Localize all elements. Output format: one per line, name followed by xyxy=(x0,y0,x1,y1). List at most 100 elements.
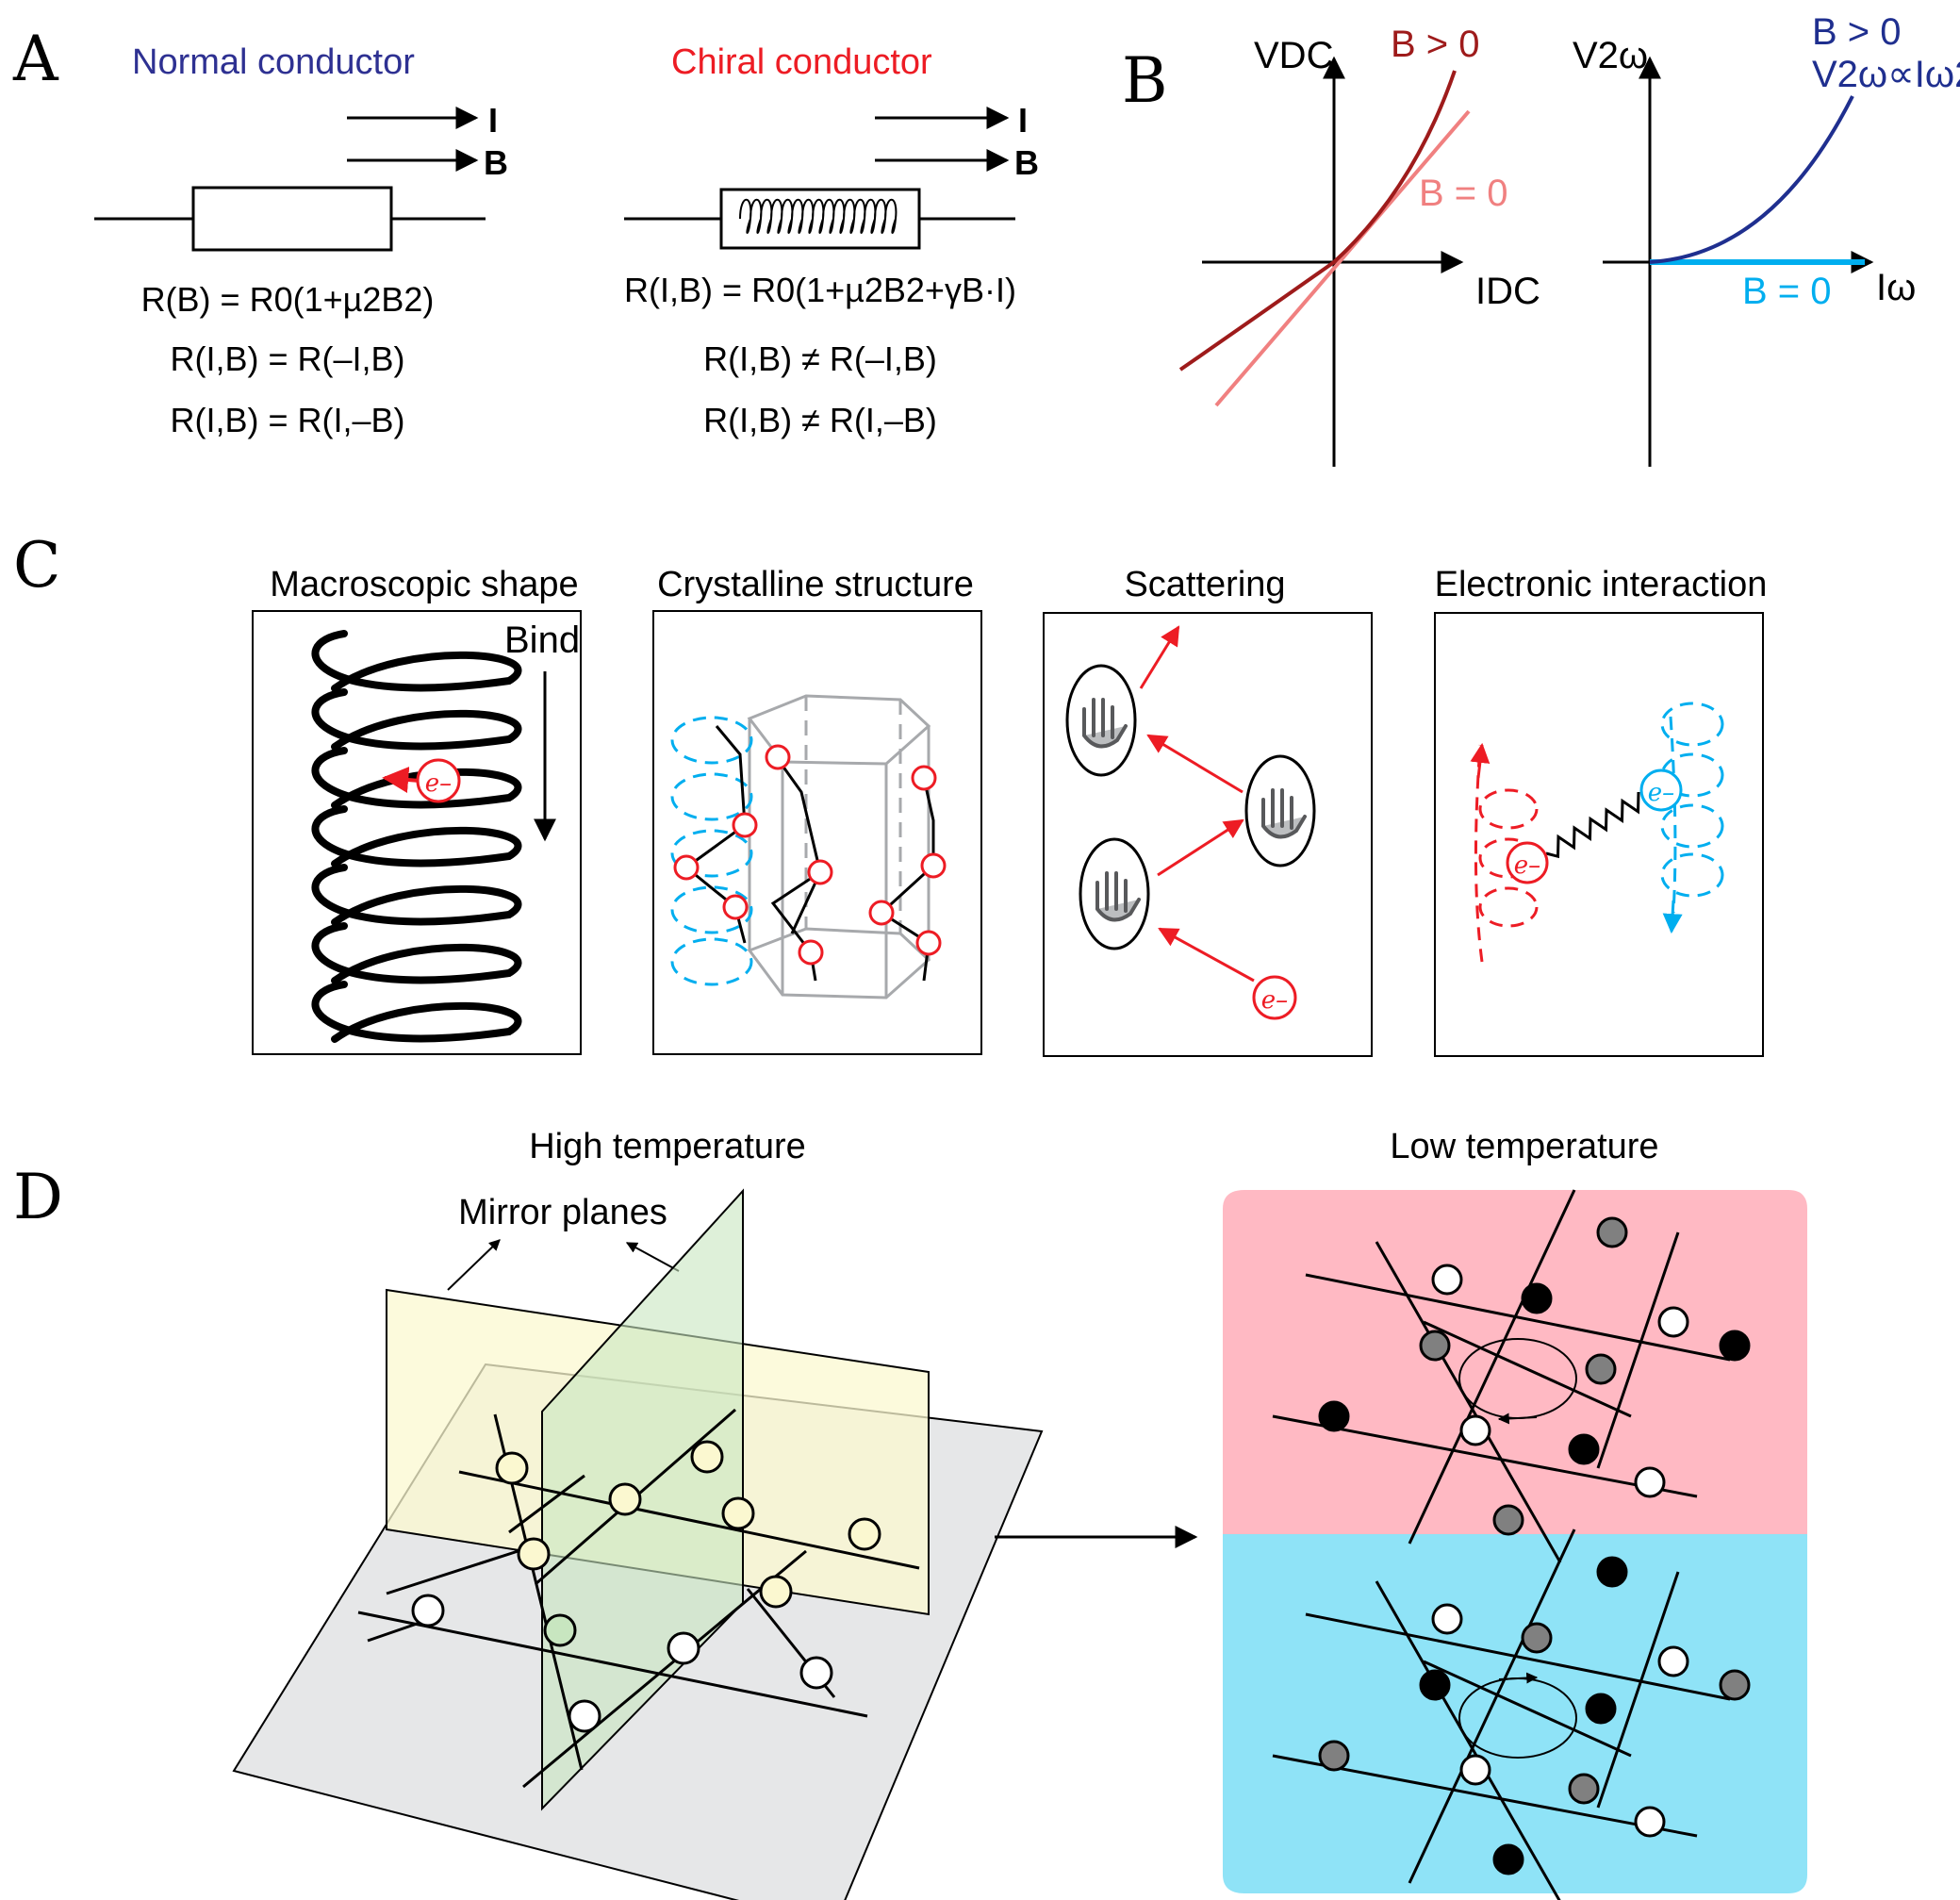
lattice-atoms xyxy=(411,1440,881,1733)
normal-conductor-group: Normal conductor I B R(B) = R0(1+µ2B2) R… xyxy=(94,42,508,439)
lattice-atom xyxy=(608,1482,642,1516)
electron-label: e– xyxy=(1261,986,1288,1015)
chiral-conductor-title: Chiral conductor xyxy=(671,42,932,82)
kagome-atom xyxy=(1657,1306,1689,1338)
lattice-atom xyxy=(799,1656,833,1690)
curve-b-zero xyxy=(1214,109,1471,407)
kagome-bond xyxy=(1305,1273,1731,1362)
kagome-atom xyxy=(1719,1330,1751,1362)
macroscopic-shape-title: Macroscopic shape xyxy=(270,565,578,604)
electron-cyan-circle xyxy=(1639,768,1683,812)
lattice-atom xyxy=(495,1451,529,1485)
lattice-atom xyxy=(721,1496,755,1530)
atom xyxy=(915,930,942,956)
electron-red-label: e– xyxy=(1514,851,1540,880)
field-arrow-label: B xyxy=(1014,143,1039,182)
electron-red-circle xyxy=(1506,841,1549,884)
panel-letter-d: D xyxy=(13,1161,63,1233)
atom xyxy=(920,852,947,879)
curve-b-positive-label: B > 0 xyxy=(1812,11,1902,53)
kagome-atom xyxy=(1568,1433,1600,1465)
cyan-helix xyxy=(670,716,753,986)
helix-turn xyxy=(311,805,522,867)
kagome-bond xyxy=(1423,1320,1632,1418)
path-arrow-1 xyxy=(1158,927,1255,983)
helix-turn xyxy=(311,688,522,751)
kagome-bond xyxy=(1408,1189,1576,1545)
kagome-atom xyxy=(1419,1669,1451,1701)
kagome-atom xyxy=(1459,1414,1491,1446)
kagome-bond xyxy=(1375,1580,1561,1900)
kagome-atom xyxy=(1521,1282,1553,1314)
box-frame xyxy=(1434,612,1764,1057)
y-axis-label: V2ω xyxy=(1573,35,1648,76)
resistor-box xyxy=(191,186,393,252)
current-arrow-label: I xyxy=(1018,101,1028,140)
x-axis-label: IDC xyxy=(1475,271,1540,312)
electron-circle xyxy=(416,758,461,803)
panel-letter-a: A xyxy=(12,23,59,95)
atom xyxy=(868,900,895,926)
iv-plot-second-harmonic: V2ω Iω B > 0 V2ω∝Iω2 B = 0 xyxy=(1573,11,1960,467)
helix-turn xyxy=(311,922,522,984)
induced-field-label: Bind xyxy=(504,620,580,661)
kagome-bond xyxy=(1305,1612,1731,1701)
kagome-atom xyxy=(1459,1754,1491,1786)
lattice-atom xyxy=(759,1575,793,1609)
path-arrow-4 xyxy=(1139,625,1180,689)
kagome-bond xyxy=(1596,1571,1680,1809)
y-axis-label: VDC xyxy=(1254,35,1333,76)
kagome-atom xyxy=(1719,1669,1751,1701)
kagome-atom xyxy=(1568,1773,1600,1805)
kagome-atom xyxy=(1419,1330,1451,1362)
kagome-atom xyxy=(1492,1843,1524,1875)
hexagonal-prism xyxy=(747,694,931,1000)
lattice-bonds xyxy=(357,1408,920,1789)
kagome-bond xyxy=(1408,1528,1576,1884)
kagome-atom xyxy=(1585,1353,1617,1385)
atom xyxy=(722,894,749,920)
low-temperature-title: Low temperature xyxy=(1390,1127,1658,1166)
current-arrow-label: I xyxy=(488,101,498,140)
electron-motion-arrow xyxy=(382,767,420,793)
normal-equation-1: R(B) = R0(1+µ2B2) xyxy=(141,280,435,319)
cyan-domain xyxy=(1223,1534,1807,1893)
atom xyxy=(807,859,833,885)
mirror-pointer-2 xyxy=(625,1242,680,1272)
lattice-atom xyxy=(543,1613,577,1647)
kagome-atom xyxy=(1585,1693,1617,1725)
scatterer-bottom xyxy=(1079,837,1150,950)
high-temperature-title: High temperature xyxy=(529,1127,806,1166)
curve-b-zero-label: B = 0 xyxy=(1419,173,1508,214)
kagome-lattice-clockwise xyxy=(1272,1189,1751,1563)
mirror-planes-label: Mirror planes xyxy=(458,1193,667,1232)
atom xyxy=(673,854,700,881)
helix-turn xyxy=(311,981,522,1043)
atom xyxy=(732,812,758,838)
macroscopic-shape-box: Macroscopic shape Bind e– xyxy=(252,565,582,1055)
loop-direction-arrow xyxy=(1498,1672,1539,1684)
crystalline-structure-box: Crystalline structure xyxy=(652,565,982,1055)
normal-conductor-title: Normal conductor xyxy=(132,42,415,82)
coil-loops xyxy=(739,199,898,234)
kagome-atom xyxy=(1318,1400,1350,1432)
scattering-title: Scattering xyxy=(1124,565,1285,604)
electron-circle xyxy=(1252,975,1297,1020)
high-temperature-group: High temperature Mirror planes xyxy=(232,1127,1044,1900)
kagome-bond xyxy=(1272,1754,1698,1838)
electronic-interaction-title: Electronic interaction xyxy=(1435,565,1768,604)
electronic-interaction-box: Electronic interaction e– e– xyxy=(1434,565,1768,1057)
curve-b-positive xyxy=(1649,95,1854,264)
relation-label: V2ω∝Iω2 xyxy=(1812,54,1960,95)
kagome-atom xyxy=(1492,1504,1524,1536)
field-arrow-label: B xyxy=(484,143,508,182)
coil-spring xyxy=(739,199,898,234)
scatterer-top xyxy=(1065,664,1137,777)
scattering-box: Scattering e– xyxy=(1043,565,1373,1057)
box-frame xyxy=(652,610,982,1055)
cyan-helix xyxy=(1660,702,1724,914)
helix-coil xyxy=(311,630,522,1043)
crystalline-structure-title: Crystalline structure xyxy=(657,565,974,604)
